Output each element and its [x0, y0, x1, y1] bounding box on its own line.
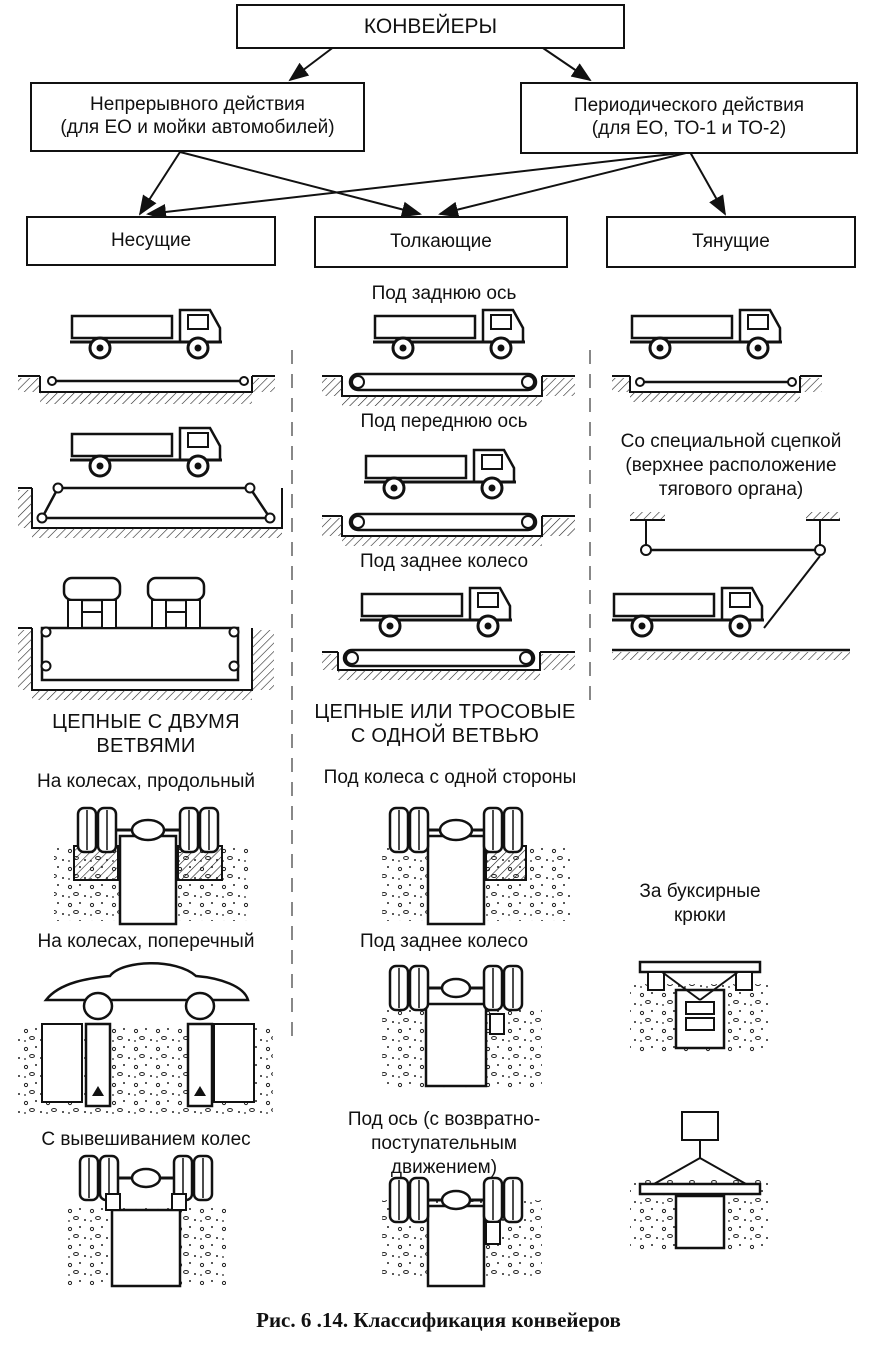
root-title: КОНВЕЙЕРЫ [363, 14, 498, 38]
pulling-chain-flat [612, 308, 822, 402]
carrying-box: Несущие [26, 216, 276, 266]
label-tow-hooks-2: крюки [673, 905, 727, 926]
label-wheels-longitudinal: На колесах, продольный [36, 771, 255, 792]
pulling-title: Тянущие [692, 230, 770, 252]
label-axle-reciprocating-2: поступательным [371, 1133, 517, 1154]
pushing-wheels-one-side [382, 806, 572, 926]
pushing-axle-reciprocating [382, 1176, 542, 1288]
label-chain-one-1: ЦЕПНЫЕ ИЛИ ТРОСОВЫЕ [314, 701, 576, 723]
label-axle-reciprocating-1: Под ось (с возвратно- [347, 1109, 541, 1130]
pushing-box: Толкающие [314, 216, 568, 268]
label-wheels-one-side: Под колеса с одной стороны [323, 767, 577, 788]
label-under-rear-axle: Под заднюю ось [371, 283, 517, 304]
periodic-title: Периодического действия [573, 95, 805, 117]
label-chain-one-2: С ОДНОЙ ВЕТВЬЮ [350, 725, 540, 747]
continuous-title: Непрерывного действия [90, 94, 305, 116]
tree-arrows [138, 45, 726, 220]
carrying-wheels-transverse [18, 962, 273, 1114]
pushing-under-front-axle [322, 448, 575, 546]
label-axle-reciprocating-3: движением) [390, 1157, 498, 1178]
periodic-subtitle: (для ЕО, ТО-1 и ТО-2) [591, 118, 787, 139]
label-special-hitch-2: (верхнее расположение [625, 455, 837, 476]
pulling-special-hitch [610, 512, 850, 660]
periodic-box: Периодического действия (для ЕО, ТО-1 и … [520, 82, 858, 154]
label-tow-hooks-1: За буксирные [639, 881, 761, 902]
label-wheels-transverse: На колесах, поперечный [37, 931, 255, 952]
carrying-chain-pit [18, 576, 274, 700]
carrying-wheel-suspension [66, 1154, 226, 1288]
carrying-chain-flat [18, 308, 275, 404]
label-under-rear-wheel-top: Под заднее колесо [359, 551, 529, 572]
root-box: КОНВЕЙЕРЫ [236, 4, 625, 49]
label-wheel-suspension: С вывешиванием колес [41, 1129, 251, 1150]
carrying-chain-raised [18, 426, 283, 538]
pushing-under-rear-wheel [322, 586, 575, 680]
label-chain-two-2: ВЕТВЯМИ [96, 735, 196, 757]
pushing-under-rear-wheel-2 [382, 964, 542, 1090]
label-under-rear-wheel-bottom: Под заднее колесо [359, 931, 529, 952]
label-special-hitch-1: Со специальной сцепкой [620, 431, 842, 452]
carrying-wheels-longitudinal [54, 806, 249, 926]
carrying-title: Несущие [110, 229, 192, 251]
pulling-box: Тянущие [606, 216, 856, 268]
pulling-tow-hooks [630, 960, 770, 1054]
continuous-subtitle: (для ЕО и мойки автомобилей) [60, 117, 335, 138]
label-special-hitch-3: тягового органа) [658, 479, 804, 500]
label-chain-two-1: ЦЕПНЫЕ С ДВУМЯ [52, 711, 240, 733]
figure-caption: Рис. 6 .14. Классификация конвейеров [256, 1308, 621, 1332]
pulling-top-drive [630, 1111, 770, 1250]
pushing-under-rear-axle [322, 308, 575, 406]
label-under-front-axle: Под переднюю ось [360, 411, 528, 432]
pushing-title: Толкающие [390, 230, 492, 252]
continuous-box: Непрерывного действия (для ЕО и мойки ав… [30, 82, 365, 152]
